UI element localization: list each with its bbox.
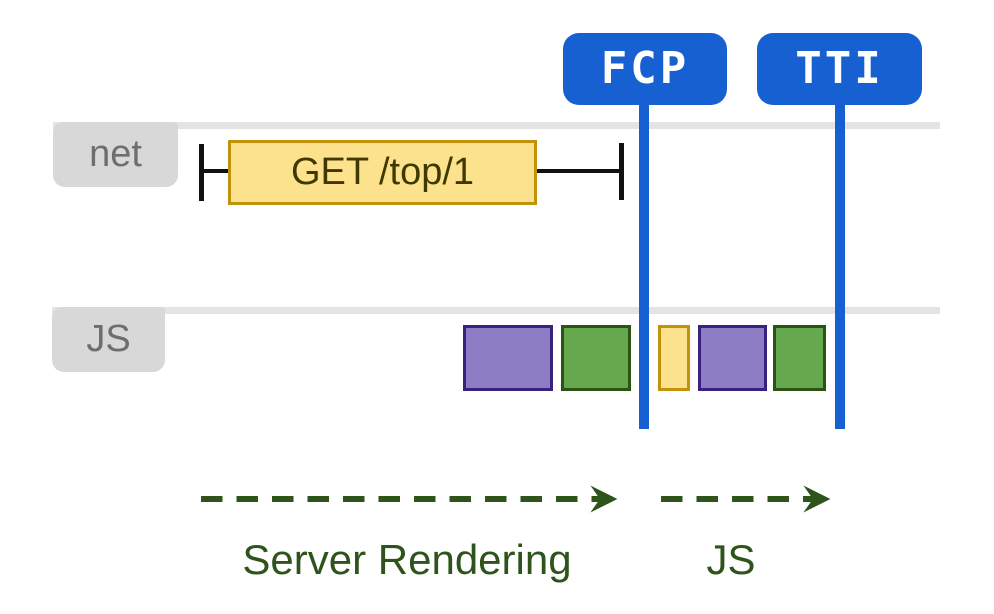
request-end-bracket xyxy=(619,143,624,200)
js-task-block-yellow xyxy=(658,325,690,391)
request-end-connector xyxy=(537,169,621,173)
tti-badge: TTI xyxy=(757,33,922,105)
js-task-block-purple xyxy=(698,325,767,391)
fcp-marker-line xyxy=(639,105,649,429)
js-task-block-green xyxy=(561,325,631,391)
js-track-label: JS xyxy=(52,307,165,372)
fcp-badge: FCP xyxy=(563,33,727,105)
js-phase-label: JS xyxy=(706,536,756,583)
request-start-tick xyxy=(204,169,228,173)
net-request-bar: GET /top/1 xyxy=(228,140,537,205)
js-track-line xyxy=(52,307,940,314)
tti-marker-line xyxy=(835,105,845,429)
js-task-block-purple xyxy=(463,325,553,391)
server-rendering-label: Server Rendering xyxy=(242,536,572,583)
net-track-label: net xyxy=(53,122,178,187)
js-task-block-green xyxy=(773,325,826,391)
request-start-bracket xyxy=(199,144,204,201)
net-track-line xyxy=(53,122,940,129)
